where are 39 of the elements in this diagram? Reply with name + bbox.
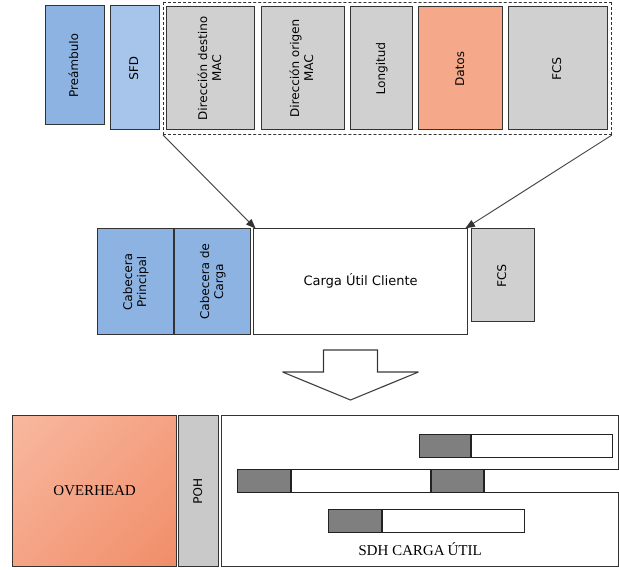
payload-bar <box>291 469 431 493</box>
field-label: FCS <box>496 264 510 286</box>
frame-field <box>471 228 535 322</box>
frame-field <box>174 228 251 335</box>
block-arrow <box>282 349 420 401</box>
payload-bar <box>419 434 471 458</box>
frame-field <box>178 415 219 567</box>
payload-bar <box>431 469 484 493</box>
payload-area <box>221 415 619 567</box>
payload-bar <box>328 509 382 533</box>
field-label: Preámbulo <box>68 32 82 98</box>
frame-field <box>97 228 174 335</box>
payload-bar <box>237 469 291 493</box>
frame-field <box>350 6 413 130</box>
payload-bar <box>471 434 613 458</box>
payload-bar <box>484 469 619 493</box>
field-label: Carga Útil Cliente <box>303 274 418 289</box>
field-label: SDH CARGA ÚTIL <box>358 543 482 560</box>
field-label: Datos <box>454 50 468 86</box>
field-label: SFD <box>128 56 142 80</box>
frame-field <box>261 6 345 130</box>
field-label: Cabecera Principal <box>122 252 150 312</box>
frame-field <box>166 6 255 130</box>
frame-field <box>45 5 105 125</box>
frame-field <box>418 6 503 130</box>
arrow <box>465 134 612 229</box>
frame-field <box>508 6 608 130</box>
field-label: Cabecera de Carga <box>198 242 226 322</box>
frame-field <box>12 415 177 567</box>
field-label: OVERHEAD <box>53 482 136 500</box>
frame-field <box>253 228 468 335</box>
field-label: Dirección destino MAC <box>196 14 224 122</box>
field-label: Longitud <box>374 42 388 94</box>
field-label: FCS <box>551 56 565 80</box>
payload-bar <box>382 509 525 533</box>
arrow <box>162 134 256 229</box>
frame-field <box>110 5 160 130</box>
field-label: POH <box>192 478 206 504</box>
field-label: Dirección origen MAC <box>289 18 317 120</box>
